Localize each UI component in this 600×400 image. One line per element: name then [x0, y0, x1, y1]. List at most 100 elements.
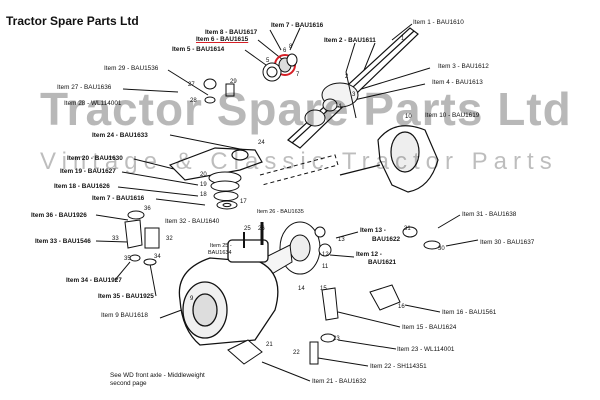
label-item-26: Item 26 - BAU1635 [257, 209, 304, 215]
leader-line [404, 304, 441, 313]
label-item-15: Item 15 - BAU1624 [402, 324, 457, 331]
label-item-7-top: Item 7 - BAU1616 [271, 22, 324, 29]
leader-line [437, 214, 461, 229]
part-number-23: 23 [333, 336, 340, 342]
leader-line [95, 214, 129, 221]
label-item-29: Item 29 - BAU1536 [104, 65, 159, 72]
hub-housing-inner [192, 293, 218, 327]
label-item-32: Item 32 - BAU1640 [165, 218, 220, 225]
leader-line [269, 29, 282, 51]
label-item-5: Item 5 - BAU1614 [172, 46, 225, 53]
leader-line [289, 27, 301, 51]
label-item-8: Item 8 - BAU1617 [205, 29, 258, 36]
seal-ring-inner [266, 66, 278, 78]
washer [210, 180, 240, 192]
part-number-18: 18 [200, 192, 207, 198]
label-item-31: Item 31 - BAU1638 [462, 211, 517, 218]
part-number-2: 2 [345, 74, 349, 80]
label-item-25-part: BAU1634 [208, 250, 232, 256]
washer [213, 191, 239, 201]
washer-item-23 [320, 333, 336, 343]
part-number-5: 5 [266, 58, 270, 64]
label-item-28: Item 28 - WL114001 [64, 100, 122, 107]
part-number-36: 36 [144, 206, 151, 212]
part-number-28: 28 [190, 98, 197, 104]
reference-note-line-2: second page [110, 380, 147, 387]
housing-bore [390, 131, 420, 173]
label-item-4: Item 4 - BAU1613 [432, 79, 483, 86]
label-item-25: Item 25 - [210, 243, 232, 249]
leader-line [344, 83, 426, 103]
leader-line [357, 67, 431, 91]
leader-line [335, 231, 359, 239]
steering-arm-boss [231, 149, 249, 161]
label-item-36: Item 36 - BAU1926 [31, 212, 87, 219]
fitting-item-29 [225, 83, 235, 97]
label-item-34: Item 34 - BAU1927 [66, 277, 122, 284]
watermark-subtitle: Vintage & Classic Tractor Parts [40, 148, 558, 175]
label-item-6: Item 6 - BAU1615 [196, 36, 249, 43]
nut-item-16 [369, 284, 401, 311]
label-item-10: Item 10 - BAU1619 [425, 112, 480, 119]
part-number-1: 1 [401, 36, 405, 42]
part-number-16: 16 [398, 304, 405, 310]
leader-line [337, 339, 397, 350]
spindle-collar [322, 98, 338, 112]
part-number-17: 17 [240, 199, 247, 205]
leader-line [95, 240, 129, 243]
leader-line [317, 357, 369, 367]
spindle-collar [304, 109, 326, 127]
label-item-23: Item 23 - WL114001 [397, 346, 455, 353]
watermark-title: Tractor Spare Parts Ltd [40, 83, 572, 135]
part-number-9: 9 [190, 296, 194, 302]
label-item-21: Item 21 - BAU1632 [312, 378, 367, 385]
label-item-12: Item 12 - [356, 251, 382, 258]
part-number-29: 29 [230, 79, 237, 85]
part-number-25: 25 [244, 226, 251, 232]
cap-item-36 [127, 210, 145, 220]
leader-line [345, 42, 356, 73]
bearing-cup [286, 53, 298, 67]
label-item-30: Item 30 - BAU1637 [480, 239, 535, 246]
part-number-3: 3 [352, 92, 356, 98]
part-number-4: 4 [338, 104, 342, 110]
label-item-3: Item 3 - BAU1612 [438, 63, 489, 70]
leader-line [329, 254, 355, 258]
part-number-10: 10 [405, 114, 412, 120]
washer-hole [222, 202, 232, 208]
label-item-18: Item 18 - BAU1626 [54, 183, 110, 190]
hub-housing-top [227, 239, 269, 263]
leader-line [117, 186, 199, 197]
part-number-22: 22 [293, 350, 300, 356]
part-number-27: 27 [188, 82, 195, 88]
seal-item-12 [318, 243, 332, 257]
reference-note: See WD front axle - Middleweight second … [110, 372, 230, 388]
part-number-30: 30 [438, 246, 445, 252]
cap-item-31 [402, 226, 418, 238]
housing-arm [339, 164, 381, 176]
part-number-15: 15 [320, 286, 327, 292]
washer-item-34 [143, 258, 157, 266]
part-number-13: 13 [338, 237, 345, 243]
leader-line [445, 239, 479, 247]
assembly-guide-line [259, 154, 339, 186]
part-number-14: 14 [298, 286, 305, 292]
part-number-8: 8 [289, 44, 293, 50]
part-number-7: 7 [296, 72, 300, 78]
part-number-34: 34 [154, 254, 161, 260]
leader-line [149, 263, 157, 297]
label-item-13: Item 13 - [360, 227, 386, 234]
bolt-item-33 [124, 219, 143, 249]
leader-line [121, 171, 199, 186]
part-number-20: 20 [200, 172, 207, 178]
label-item-16: Item 16 - BAU1561 [442, 309, 497, 316]
leader-line [391, 23, 413, 41]
leader-line [155, 198, 206, 206]
part-number-24: 24 [258, 140, 265, 146]
label-item-9: Item 9 BAU1618 [101, 312, 148, 319]
part-number-21: 21 [266, 342, 273, 348]
leader-line [337, 311, 401, 328]
part-number-6: 6 [283, 48, 287, 54]
washer-item-30 [423, 240, 441, 250]
